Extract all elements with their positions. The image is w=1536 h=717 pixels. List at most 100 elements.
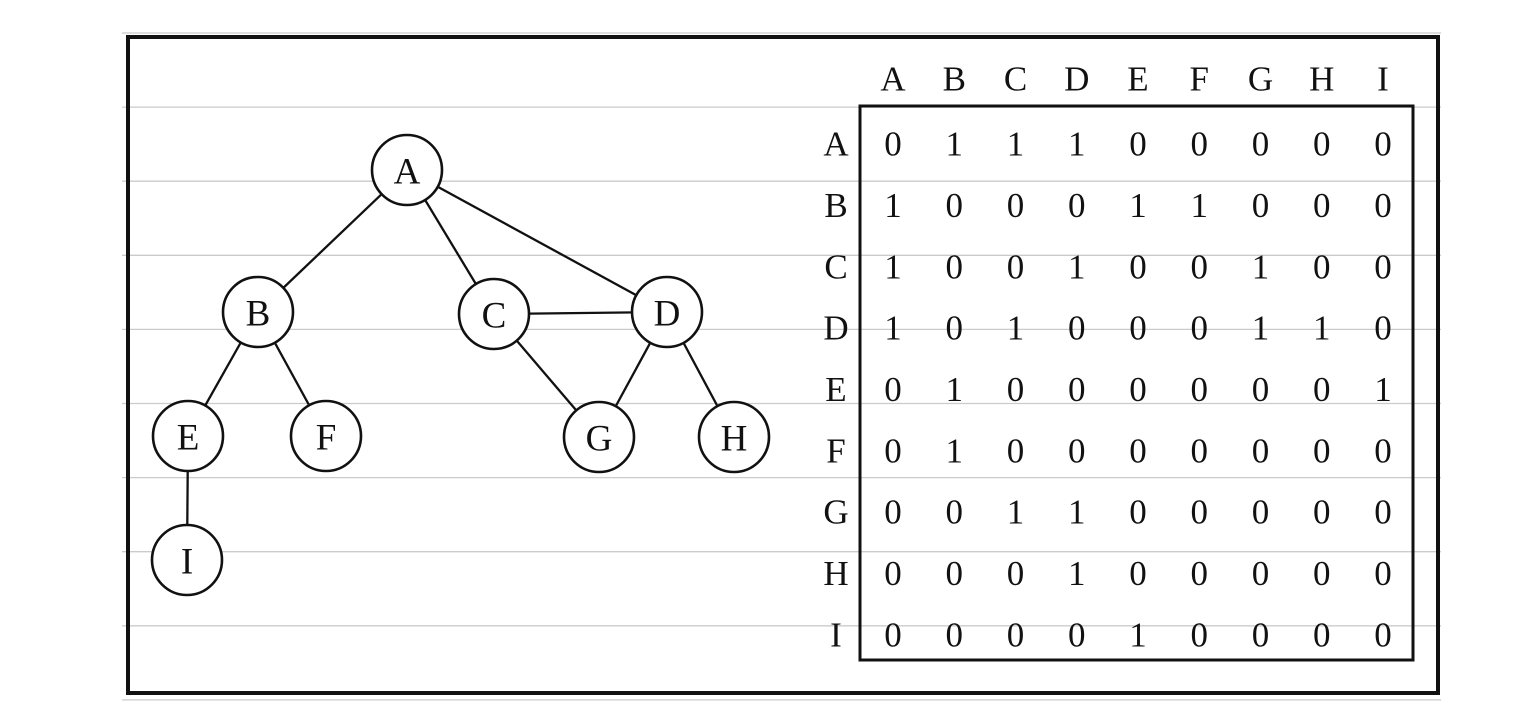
matrix-col-header: D <box>1064 60 1089 99</box>
matrix-cell: 0 <box>1007 554 1025 593</box>
graph-node-d: D <box>630 275 704 349</box>
matrix-cell: 0 <box>1129 431 1147 470</box>
matrix-col-header: F <box>1190 60 1209 99</box>
matrix-cell: 0 <box>946 247 964 286</box>
node-label: E <box>177 417 200 458</box>
matrix-cell: 0 <box>1007 370 1025 409</box>
matrix-cell: 0 <box>1007 615 1025 654</box>
matrix-cell: 0 <box>1068 186 1086 225</box>
matrix-col-header: E <box>1127 60 1148 99</box>
matrix-row-header: F <box>826 431 845 470</box>
matrix-cell: 1 <box>1068 554 1086 593</box>
matrix-cell: 1 <box>1129 615 1147 654</box>
matrix-cell: 0 <box>1252 554 1270 593</box>
node-circle <box>221 275 295 349</box>
matrix-row-header: G <box>823 493 848 532</box>
matrix-cell: 0 <box>1374 615 1392 654</box>
ruled-lines <box>122 32 1441 701</box>
matrix-cell: 0 <box>1129 370 1147 409</box>
graph-node-b: B <box>221 275 295 349</box>
matrix-cell: 1 <box>1068 493 1086 532</box>
matrix-cell: 0 <box>1252 370 1270 409</box>
matrix-cell: 0 <box>946 615 964 654</box>
matrix-cell: 1 <box>946 431 964 470</box>
matrix-cell: 1 <box>884 309 902 348</box>
matrix-cell: 0 <box>1252 615 1270 654</box>
matrix-cell: 0 <box>1068 431 1086 470</box>
matrix-cell: 0 <box>1374 493 1392 532</box>
matrix-cell: 0 <box>1313 186 1331 225</box>
graph-edge-a-d <box>406 168 668 314</box>
matrix-cell: 0 <box>1313 554 1331 593</box>
matrix-cell: 0 <box>1252 431 1270 470</box>
matrix-cell: 0 <box>884 370 902 409</box>
matrix-cell: 0 <box>884 125 902 164</box>
node-label: F <box>316 417 337 458</box>
matrix-cell: 0 <box>946 309 964 348</box>
node-circle <box>697 400 771 474</box>
matrix-cell: 0 <box>1313 431 1331 470</box>
graph-node-f: F <box>289 399 363 473</box>
matrix-cell: 0 <box>1374 554 1392 593</box>
matrix-col-header: G <box>1248 60 1273 99</box>
node-label: D <box>654 293 681 334</box>
matrix-cell: 0 <box>946 186 964 225</box>
matrix-cell: 1 <box>1129 186 1147 225</box>
matrix-cell: 0 <box>1068 615 1086 654</box>
matrix-cell: 0 <box>1191 493 1209 532</box>
matrix-cell: 0 <box>1068 370 1086 409</box>
matrix-cell: 1 <box>1007 125 1025 164</box>
matrix-col-header: I <box>1377 60 1389 99</box>
node-circle <box>151 399 225 473</box>
matrix-cell: 0 <box>1374 186 1392 225</box>
matrix-row-header: E <box>825 370 846 409</box>
matrix-cell: 1 <box>1313 309 1331 348</box>
matrix-row-header: I <box>830 615 842 654</box>
matrix-cell: 0 <box>1313 370 1331 409</box>
node-circle <box>370 133 444 207</box>
matrix-cell: 0 <box>1374 309 1392 348</box>
matrix-cell: 0 <box>1252 125 1270 164</box>
matrix-cell: 1 <box>946 370 964 409</box>
matrix-cell: 1 <box>1068 247 1086 286</box>
matrix-cell: 0 <box>1007 186 1025 225</box>
node-label: C <box>482 295 507 336</box>
matrix-cell: 1 <box>1007 309 1025 348</box>
matrix-cell: 0 <box>1374 247 1392 286</box>
matrix-cell: 0 <box>1313 493 1331 532</box>
matrix-cell: 1 <box>1007 493 1025 532</box>
matrix-cell: 0 <box>1191 431 1209 470</box>
matrix-cell: 0 <box>1007 431 1025 470</box>
matrix-cell: 0 <box>1191 554 1209 593</box>
matrix-row-header: A <box>823 125 849 164</box>
graph-node-i: I <box>150 523 224 597</box>
graph-node-e: E <box>151 399 225 473</box>
matrix-col-header: A <box>880 60 906 99</box>
matrix-cell: 1 <box>946 125 964 164</box>
matrix-cell: 0 <box>1374 125 1392 164</box>
node-circle <box>630 275 704 349</box>
graph-edges <box>185 168 736 561</box>
matrix-cell: 1 <box>1252 309 1270 348</box>
matrix-cell: 0 <box>1374 431 1392 470</box>
matrix-cell: 0 <box>884 554 902 593</box>
figure-border <box>126 35 1440 695</box>
matrix-cell: 0 <box>946 493 964 532</box>
node-label: I <box>181 541 193 582</box>
matrix-cell: 0 <box>1129 309 1147 348</box>
matrix-col-header: C <box>1004 60 1027 99</box>
matrix-cell: 1 <box>884 247 902 286</box>
matrix-cell: 0 <box>1007 247 1025 286</box>
matrix-cell: 0 <box>1191 309 1209 348</box>
matrix-cell: 0 <box>1129 493 1147 532</box>
